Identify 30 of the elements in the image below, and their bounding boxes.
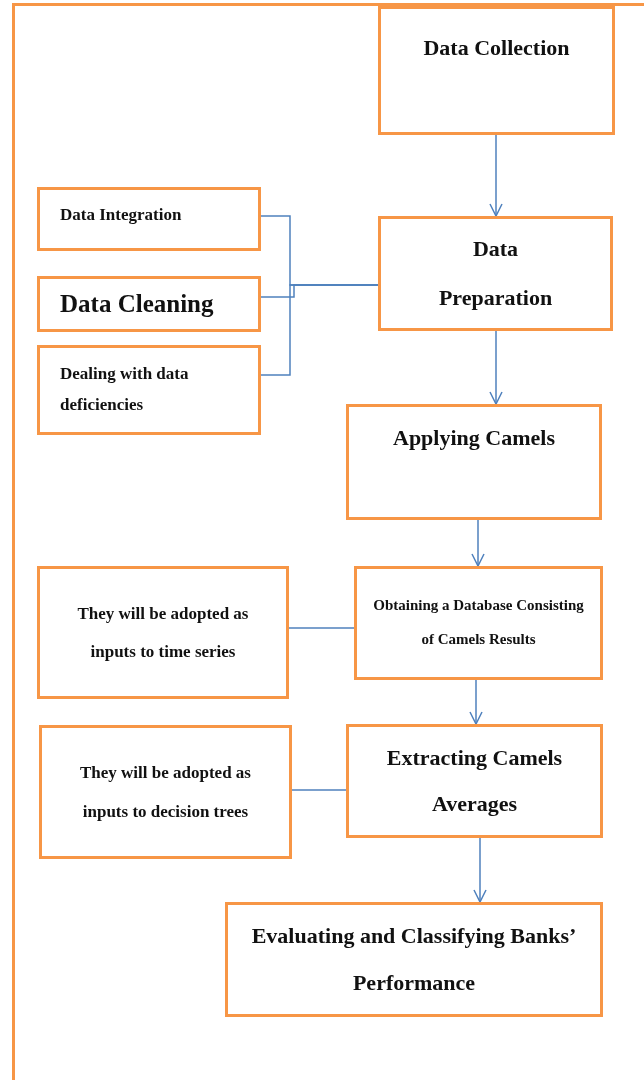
process-box [37,566,289,699]
box-label: They will be adopted as inputs to time series [76,603,250,663]
process-box [37,345,261,435]
box-label: Data Integration [60,204,183,226]
arrow [469,679,483,725]
box-label: Data Collection [422,34,571,62]
connector-line [288,627,355,629]
process-box [346,724,603,838]
box-label: Dealing with data deficiencies [60,363,190,416]
box-label: Evaluating and Classifying Banks’ Performance [250,922,578,997]
arrow [473,837,487,903]
process-box [37,276,261,332]
process-box [39,725,292,859]
process-box [37,187,261,251]
arrow [471,519,485,567]
process-box [225,902,603,1017]
box-label: Data Preparation [437,235,554,312]
arrow [489,330,503,405]
connector-line [260,284,379,376]
box-label: Obtaining a Database Consisting of Camels Results [372,596,585,649]
box-label: Data Cleaning [60,289,215,320]
connector-line [291,789,347,791]
arrow [489,134,503,217]
process-box [354,566,603,680]
box-label: Extracting Camels Averages [385,743,564,818]
process-box [378,216,613,331]
box-label: Applying Camels [392,424,556,452]
process-box [346,404,602,520]
box-label: They will be adopted as inputs to decision trees [79,761,252,823]
process-box [378,6,615,135]
